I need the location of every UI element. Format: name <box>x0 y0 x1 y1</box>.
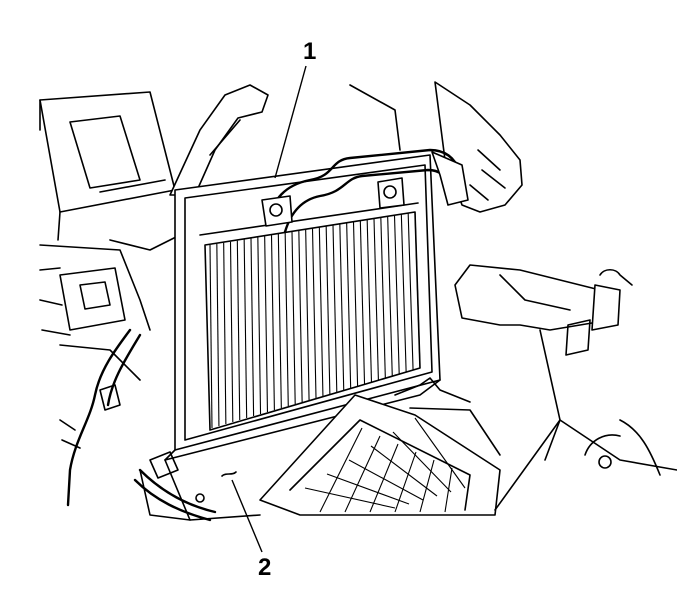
wiring-harness <box>59 328 217 522</box>
right-actuator-assembly <box>454 264 677 511</box>
heater-core-fins <box>209 211 421 429</box>
hvac-case-lower <box>139 377 501 521</box>
leader-line-1 <box>274 65 307 179</box>
heater-core <box>164 154 441 461</box>
callout-2-case: 2 <box>258 554 272 581</box>
case-grille <box>304 417 466 513</box>
leader-line-2 <box>231 479 263 553</box>
left-housing-outline <box>39 91 191 381</box>
callout-1-heater-core: 1 <box>303 38 317 65</box>
upper-duct-handle <box>169 84 269 196</box>
heater-core-tubes <box>261 148 469 234</box>
